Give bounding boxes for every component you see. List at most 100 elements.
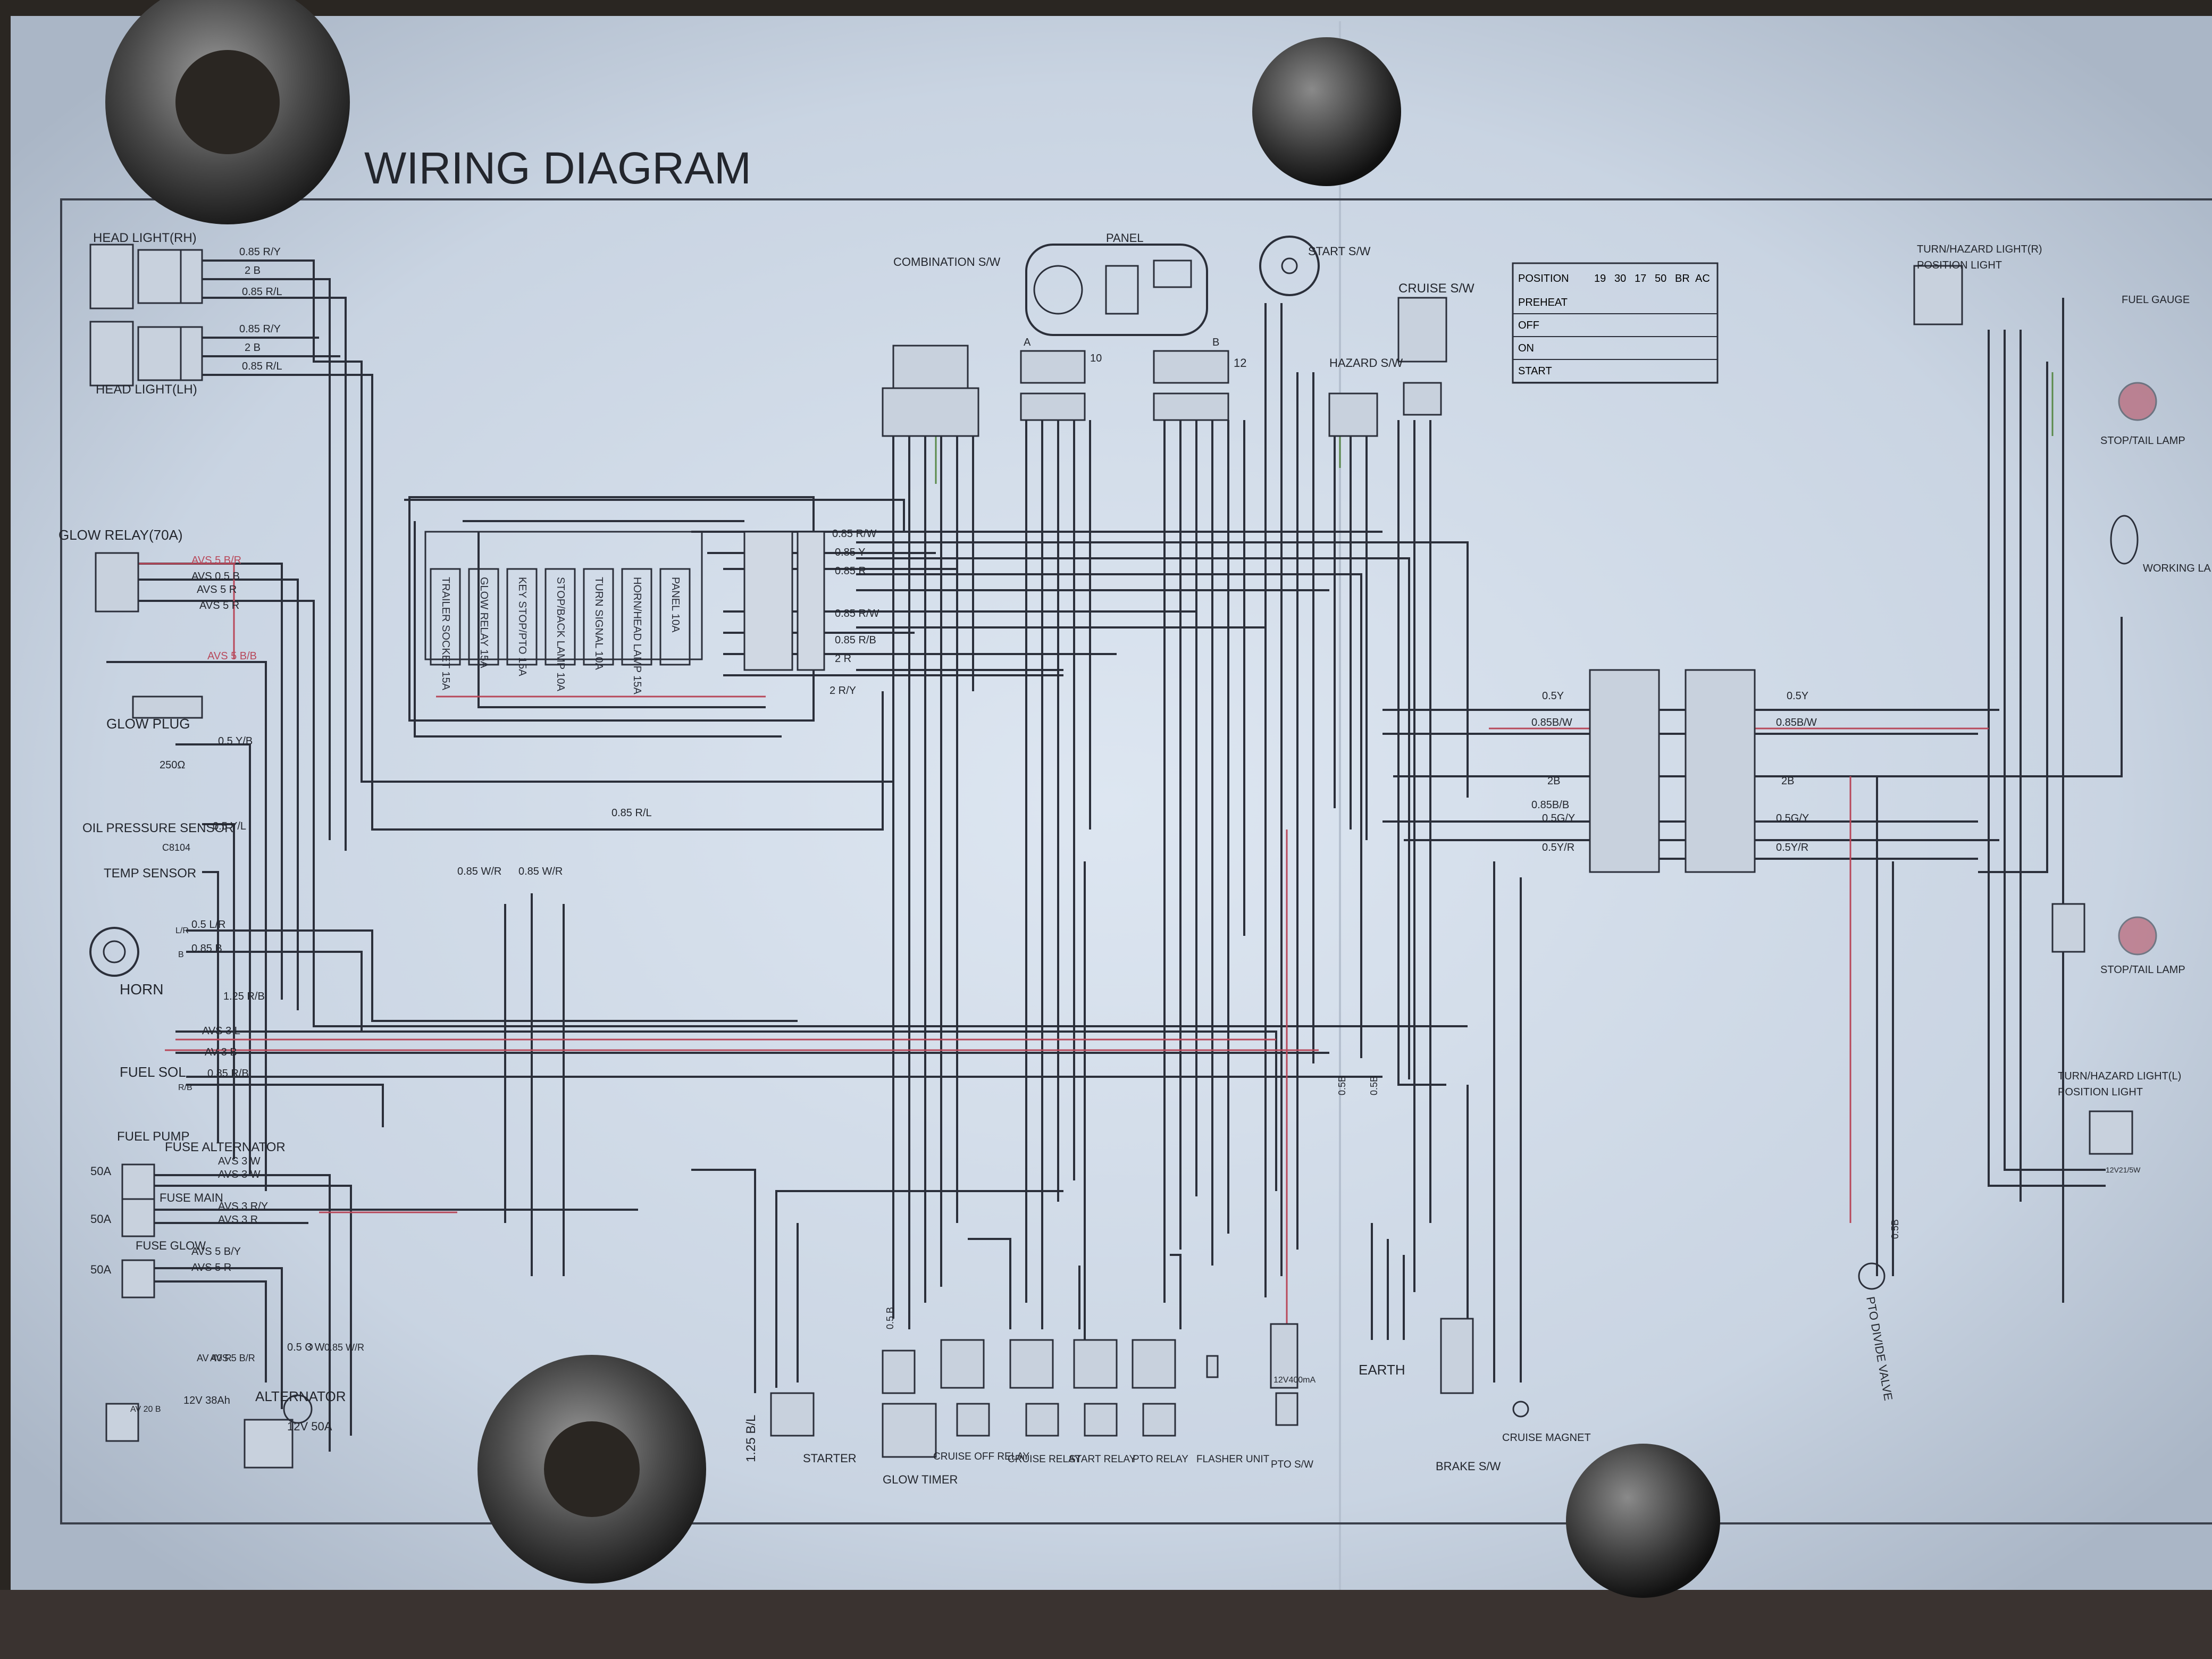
connector-blocks [89, 244, 2133, 1469]
fuse-slot [430, 568, 461, 666]
wire-label: 2B [1781, 775, 1794, 787]
fuse-label: PANEL 10A [669, 577, 681, 633]
fuel-gauge-label: FUEL GAUGE [2122, 294, 2190, 306]
diagram-title: WIRING DIAGRAM [364, 143, 751, 193]
wire-label: 0.85 B [191, 943, 222, 954]
stop-tail-lamp-label: STOP/TAIL LAMP [2100, 435, 2185, 447]
position-table-row-label: START [1518, 365, 1552, 377]
wire-label: AVS 3 W [218, 1169, 261, 1180]
wire-label: AVS 3 R/Y [218, 1201, 268, 1212]
misc-label: A [1024, 337, 1031, 348]
misc-label: AV 20 B [130, 1405, 161, 1414]
coin-bottom-right [1566, 1444, 1720, 1598]
misc-label: 12V400mA [1273, 1376, 1316, 1385]
wire-label: AVS 5 B/B [207, 650, 257, 662]
temp-sensor-label: TEMP SENSOR [104, 866, 196, 881]
start-relay-label: START RELAY [1069, 1454, 1136, 1465]
turn-hazard-r-label: TURN/HAZARD LIGHT(R) [1917, 244, 2042, 255]
wire-label: AVS 5 R [199, 600, 239, 611]
misc-label: AV 40 R [197, 1353, 232, 1363]
washer-top-left [105, 0, 350, 224]
fuse-label: TRAILER SOCKET 15A [440, 577, 451, 691]
fuel-sol-label: FUEL SOL [120, 1064, 186, 1080]
wire-label: 0.85B/W [1776, 717, 1817, 728]
misc-label: 0.5 O [287, 1342, 313, 1353]
fuse-slot [659, 568, 691, 666]
misc-label: R/B [178, 1083, 192, 1092]
fuse-glow-label: FUSE GLOW [136, 1239, 206, 1252]
wire-label: 2 B [245, 265, 261, 276]
head-light-lh-label: HEAD LIGHT(LH) [96, 382, 197, 397]
head-light-rh-label: HEAD LIGHT(RH) [93, 231, 197, 245]
wire-label: 0.5B [1890, 1219, 1900, 1239]
wire-label: 0.85 R/Y [239, 246, 281, 258]
wire-label: 0.85 R/Y [239, 323, 281, 335]
wire-label: AVS 5 R [191, 1262, 231, 1273]
horn-label: HORN [120, 981, 163, 998]
cruise-magnet-label: CRUISE MAGNET [1502, 1432, 1591, 1444]
misc-label: 12 [1234, 356, 1246, 370]
wire-label: 0.85B/W [1531, 717, 1572, 728]
wire-label: 0.85 R/L [242, 286, 282, 298]
fuse-label: HORN/HEAD LAMP 15A [631, 577, 643, 694]
position-table-row-label: OFF [1518, 320, 1539, 331]
glow-relay-label: GLOW RELAY(70A) [58, 527, 183, 543]
wire-label: 0.5G/Y [1776, 812, 1809, 824]
position-table-header-cell: 17 [1635, 273, 1646, 284]
misc-label: AVS 5 B/R [210, 1353, 255, 1363]
glow-plug-label: GLOW PLUG [106, 716, 190, 732]
wire-label: AVS 3 L [202, 1025, 240, 1037]
fuse-label: TURN SIGNAL 10A [593, 577, 605, 671]
misc-label: B [1212, 337, 1219, 348]
misc-label: L/R [175, 926, 189, 935]
misc-label: B [178, 950, 184, 959]
misc-label: C8104 [162, 842, 190, 853]
wire-label: 0.5B [1337, 1076, 1347, 1095]
misc-label: 12V 38Ah [183, 1395, 230, 1406]
position-table-row-label: ON [1518, 342, 1534, 354]
flasher-unit-label: FLASHER UNIT [1196, 1454, 1270, 1465]
oil-pressure-sensor-label: OIL PRESSURE SENSOR [82, 821, 234, 835]
panel-label: PANEL [1106, 231, 1144, 245]
position-light-label: POSITION LIGHT [1917, 259, 2002, 271]
alternator-label: ALTERNATOR [255, 1388, 346, 1404]
wire-label: AVS 5 B/R [191, 555, 241, 566]
washer-bottom [477, 1355, 706, 1583]
position-table-header-cell: AC [1695, 273, 1710, 284]
wire-label: 0.85 Y [835, 547, 865, 558]
green-wire-runs [935, 372, 2054, 484]
wire-label: 2 R [835, 653, 851, 665]
combination-sw-label: COMBINATION S/W [893, 255, 1000, 269]
misc-label: 50A [90, 1164, 111, 1178]
wire-label: 0.85 R/W [835, 608, 879, 619]
cruise-relay-label: CRUISE RELAY [1008, 1454, 1081, 1465]
wire-label: 0.5Y [1787, 690, 1808, 702]
wire-label: 1.25 R/B [223, 991, 265, 1002]
working-lamp-label: WORKING LA [2143, 563, 2211, 574]
wire-label: 0.5Y/R [1776, 842, 1808, 853]
fuse-label: STOP/BACK LAMP 10A [555, 577, 566, 692]
wire-label: 1.25 B/L [744, 1415, 758, 1462]
wire-label: 0.85 W/R [518, 866, 563, 877]
fuse-slot [544, 568, 576, 666]
brake-sw-label: BRAKE S/W [1436, 1460, 1501, 1473]
diagram-border [60, 198, 2212, 1524]
misc-label: 250Ω [160, 759, 185, 771]
earth-label: EARTH [1359, 1362, 1405, 1378]
fuse-alternator-label: FUSE ALTERNATOR [165, 1140, 286, 1154]
wire-label: AVS 5 B/Y [191, 1246, 241, 1258]
fuse-slot [468, 568, 499, 666]
wire-label: 0.5 L/R [191, 919, 225, 931]
misc-label: 3 W [306, 1342, 325, 1353]
misc-label: 50A [90, 1212, 111, 1226]
panel-gauge [1025, 244, 1208, 336]
wire-label: 0.85 R/B [207, 1068, 249, 1079]
wire-label: 0.5Y/R [1542, 842, 1574, 853]
wire-label: 0.5 Y/B [218, 735, 253, 747]
fuse-label: GLOW RELAY 15A [478, 577, 490, 668]
misc-label: 10 [1090, 353, 1102, 364]
wire-label: AVS 3 W [218, 1155, 261, 1167]
misc-label: 0.85 W/R [324, 1342, 364, 1353]
